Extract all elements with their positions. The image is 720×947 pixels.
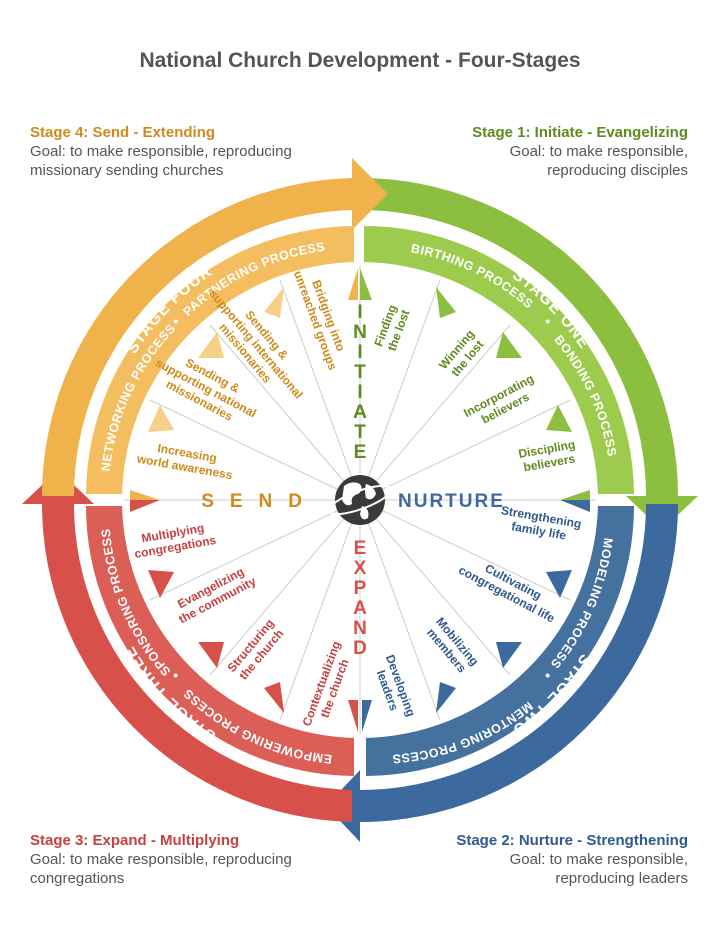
- stage2-arrow: [326, 504, 678, 842]
- stage2-heading: Stage 2: Nurture - Strengthening: [456, 832, 688, 849]
- process-dot-s4: •: [173, 313, 178, 329]
- stage1-goal: Goal: to make responsible, reproducing d…: [509, 143, 688, 179]
- spoke-markers: [130, 268, 590, 732]
- process-dot-s2: •: [545, 667, 550, 683]
- stage1-heading: Stage 1: Initiate - Evangelizing: [472, 124, 688, 141]
- send-word: SEND: [201, 491, 318, 512]
- process-dot-s1: •: [545, 313, 550, 329]
- stage4-heading: Stage 4: Send - Extending: [30, 124, 216, 141]
- stage3-goal: Goal: to make responsible, reproducing c…: [30, 851, 292, 887]
- stage2-caption: Stage 2: Nurture - Strengthening Goal: t…: [358, 831, 688, 888]
- globe-icon: [327, 475, 393, 525]
- page-title: National Church Development - Four-Stage…: [139, 49, 581, 72]
- process-dot-s3: •: [173, 667, 178, 683]
- spoke-lines: [124, 265, 596, 735]
- stage1-caption: Stage 1: Initiate - Evangelizing Goal: t…: [358, 123, 688, 180]
- stage4-arrow: [41, 158, 389, 496]
- stage3-heading: Stage 3: Expand - Multiplying: [30, 832, 240, 849]
- stage2-goal: Goal: to make responsible, reproducing l…: [509, 851, 688, 887]
- stage3-arrow: [22, 470, 352, 822]
- outer-ring: [22, 158, 698, 842]
- stage3-caption: Stage 3: Expand - Multiplying Goal: to m…: [30, 831, 360, 888]
- stage4-goal: Goal: to make responsible, reproducing m…: [30, 143, 292, 179]
- stage1-arrow: [360, 178, 698, 530]
- stage4-caption: Stage 4: Send - Extending Goal: to make …: [30, 123, 360, 180]
- nurture-word: NURTURE: [398, 491, 505, 512]
